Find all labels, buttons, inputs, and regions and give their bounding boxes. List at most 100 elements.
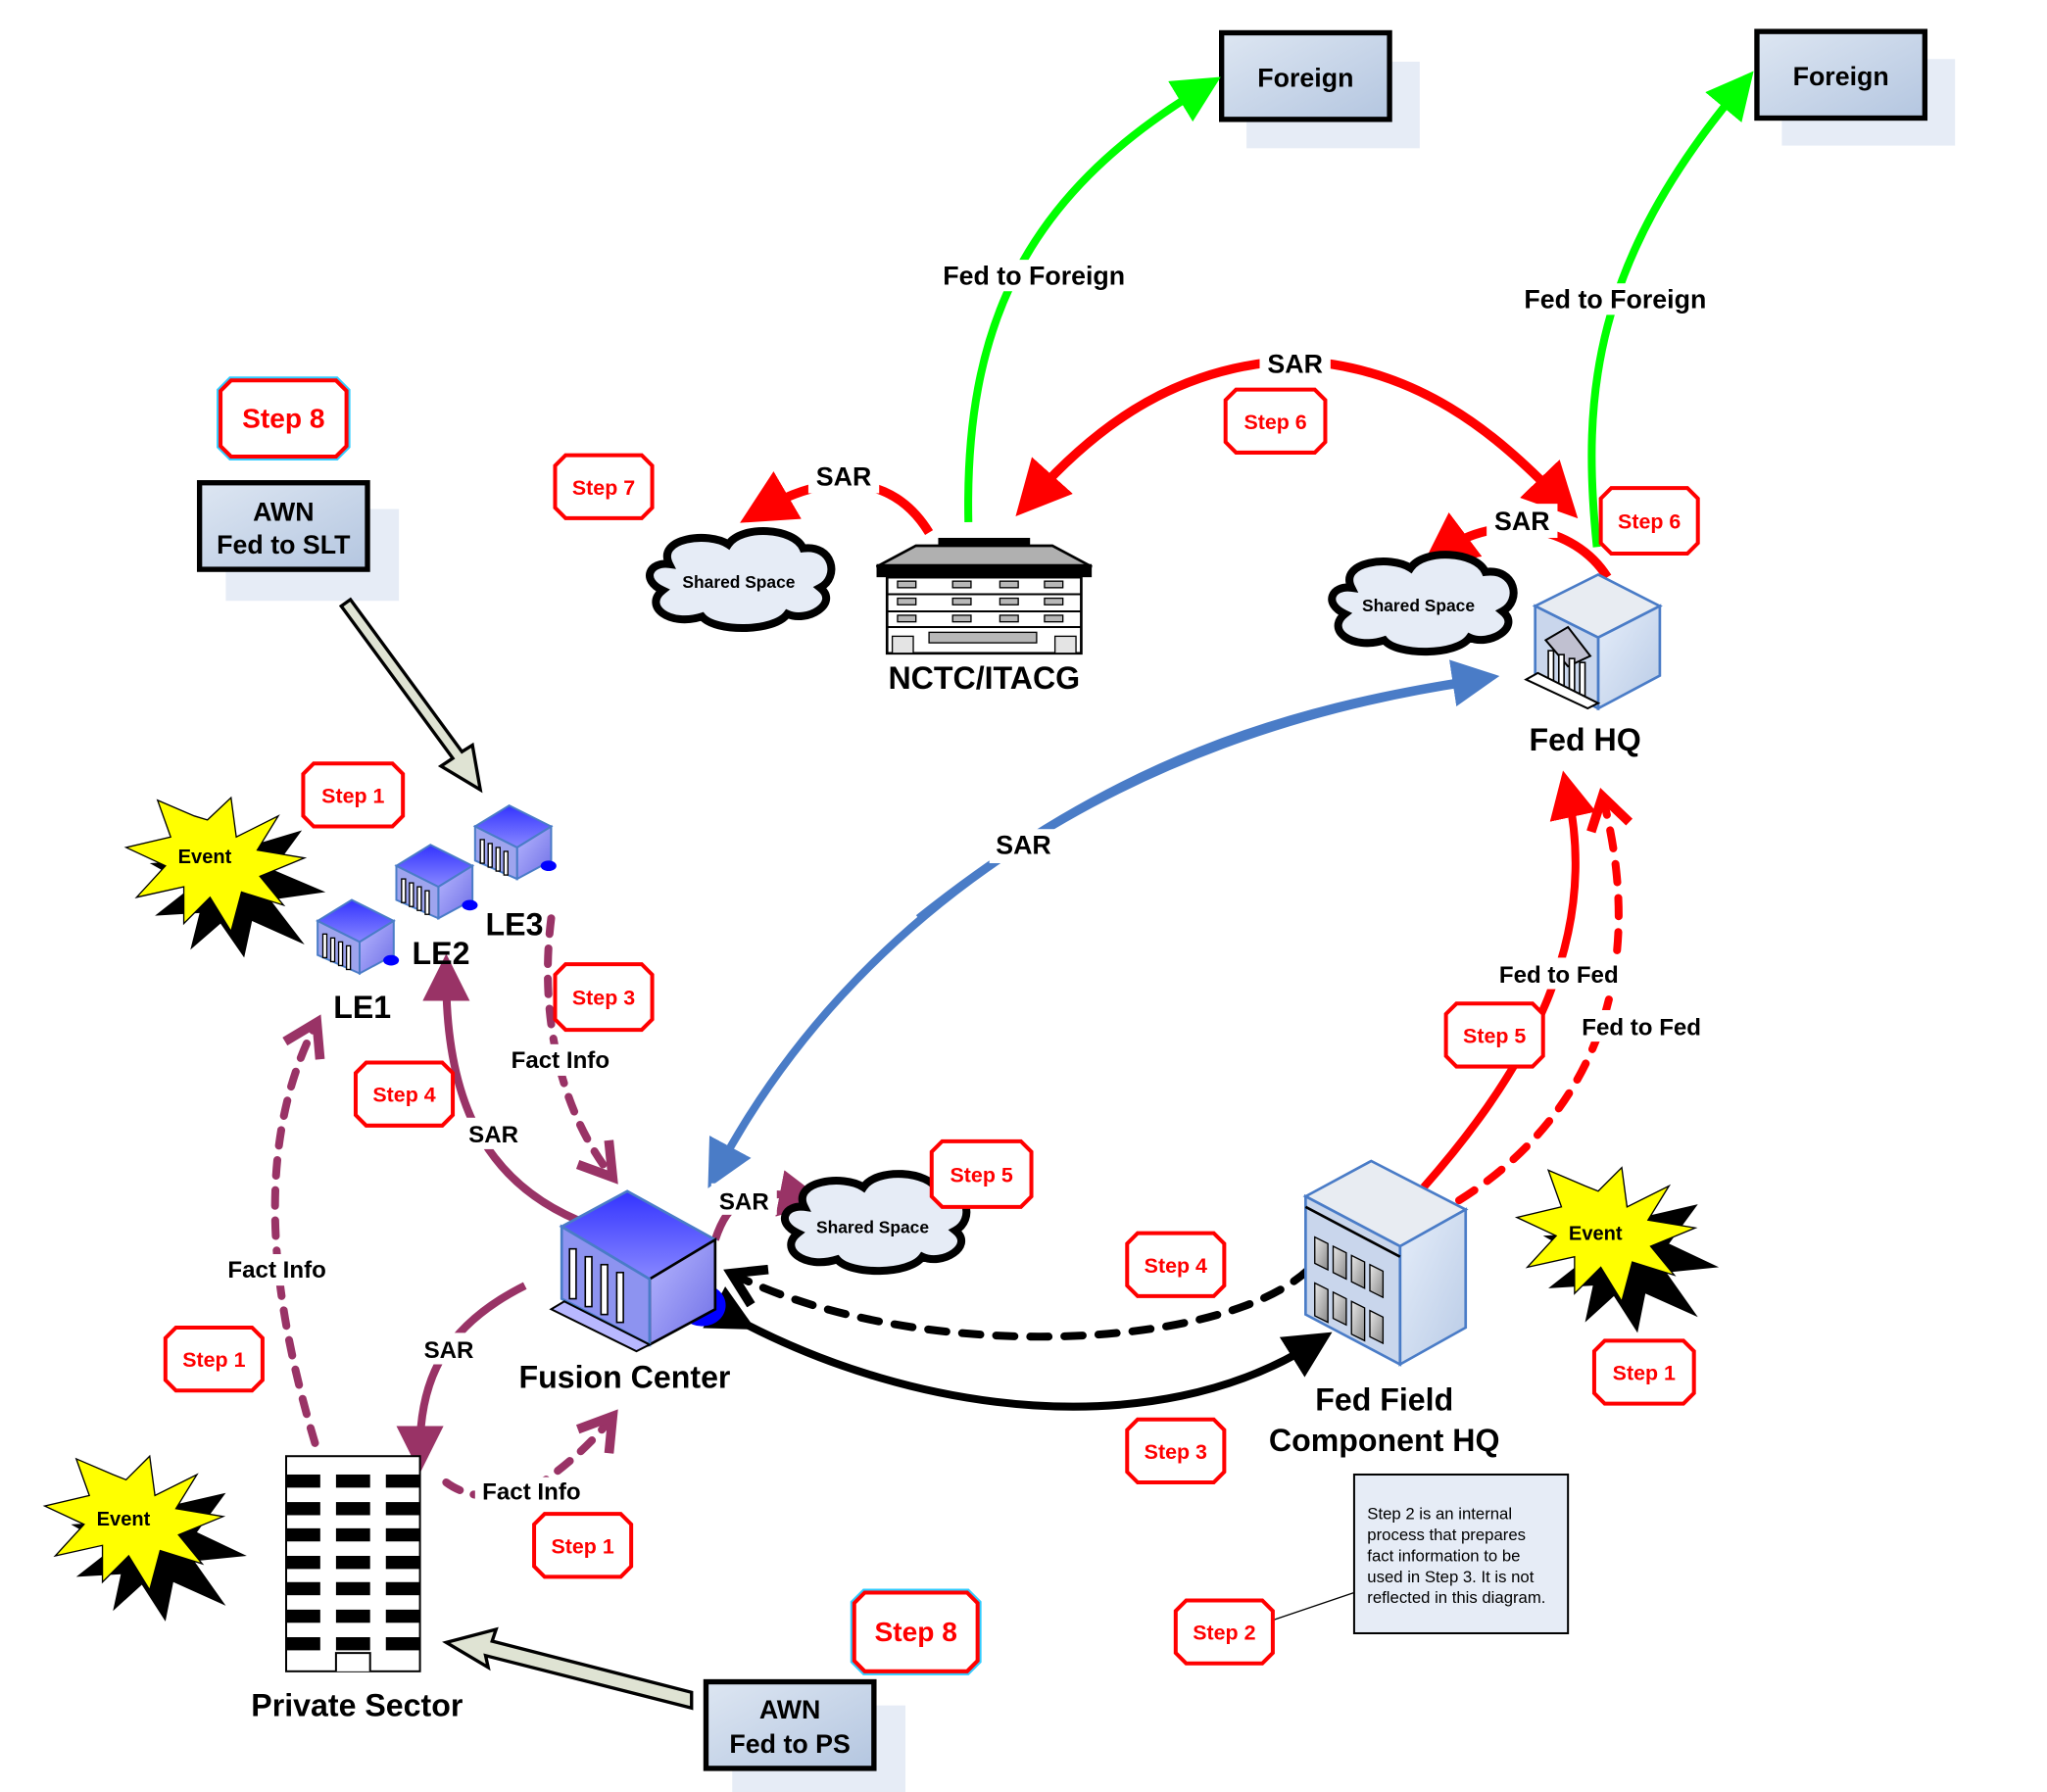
step-label: Step 1 (551, 1534, 613, 1558)
sar-arrow-fusion-to-ps (396, 1282, 527, 1474)
edge-label: SAR (1267, 349, 1323, 378)
edge-label: Fact Info (482, 1478, 580, 1505)
step-badge: Step 4 (1125, 1231, 1227, 1298)
fed-hq-label: Fed HQ (1529, 722, 1640, 757)
nctc-building-icon: NCTC/ITACG (875, 537, 1093, 696)
note-line: process that prepares (1367, 1526, 1526, 1544)
fed-hq-building-icon: Fed HQ (1524, 572, 1663, 757)
fed-to-foreign-arrow-2 (1587, 71, 1754, 548)
edge-label: SAR (468, 1122, 518, 1148)
step-label: Step 4 (1145, 1254, 1207, 1278)
awn-fed-to-slt-box: AWN Fed to SLT (196, 480, 400, 602)
le3-building-icon (472, 803, 557, 881)
step-badge: Step 7 (553, 453, 655, 520)
step-badge: Step 1 (1591, 1338, 1696, 1406)
step-label: Step 6 (1618, 510, 1681, 534)
nctc-label: NCTC/ITACG (888, 660, 1080, 696)
foreign-box-1: Foreign (1219, 29, 1420, 149)
awn-label: AWN (759, 1695, 820, 1724)
le2-building-icon (394, 844, 478, 920)
step-badge: Step 5 (1443, 1001, 1545, 1069)
shared-space-cloud-fedhq: Shared Space (1328, 551, 1518, 656)
edge-label: Fed to Foreign (1524, 285, 1706, 315)
step-label: Step 1 (1613, 1362, 1676, 1385)
sar-arc-fedhq-to-nctc (1015, 356, 1290, 517)
edge-label: Fact Info (227, 1257, 325, 1283)
private-sector-label: Private Sector (251, 1687, 463, 1722)
fusion-center-label: Fusion Center (518, 1360, 730, 1395)
step-badge: Step 5 (929, 1138, 1034, 1209)
awn-arrow-to-le (338, 597, 483, 794)
step-badge: Step 8 (217, 376, 351, 460)
note-line: reflected in this diagram. (1367, 1588, 1545, 1607)
fact-arrow-le3-to-fusion (544, 914, 618, 1185)
cloud-label: Shared Space (816, 1218, 929, 1237)
awn-sublabel: Fed to SLT (217, 530, 351, 559)
step-badge: Step 4 (353, 1060, 456, 1128)
fed-to-fed-arrow-solid (1420, 770, 1596, 1190)
event-burst-fed: Event (1514, 1166, 1720, 1333)
step2-note-box: Step 2 is an internal process that prepa… (1352, 1473, 1570, 1634)
step-label: Step 6 (1243, 411, 1306, 434)
sar-arrow-fusion-to-fedhq (915, 659, 1500, 922)
edge-label: SAR (816, 461, 872, 491)
edge-label: Fed to Fed (1582, 1014, 1701, 1041)
private-sector-building-icon: Private Sector (251, 1455, 463, 1722)
edge-label: SAR (996, 831, 1051, 860)
sar-arc-nctc-to-fedhq (1298, 356, 1579, 519)
note-line: used in Step 3. It is not (1367, 1568, 1534, 1586)
step-label: Step 8 (242, 403, 324, 433)
step-badge: Step 6 (1223, 387, 1328, 455)
awn-arrow-to-ps (442, 1626, 694, 1711)
step-badge: Step 3 (1125, 1417, 1227, 1485)
step-label: Step 4 (372, 1084, 435, 1107)
cloud-label: Shared Space (682, 572, 795, 592)
fed-field-label-line2: Component HQ (1269, 1423, 1500, 1458)
shared-space-cloud-fusion: Shared Space (781, 1170, 971, 1276)
step-badge: Step 2 (1173, 1598, 1275, 1666)
fed-field-label-line1: Fed Field (1315, 1381, 1453, 1417)
step-badge: Step 3 (553, 962, 655, 1033)
fact-arrow-ps-to-le1 (270, 1014, 325, 1447)
fact-arrow-ps-to-fusion (442, 1409, 618, 1501)
note-line: fact information to be (1367, 1546, 1520, 1565)
step-label: Step 2 (1193, 1622, 1255, 1645)
shared-space-cloud-nctc: Shared Space (646, 526, 836, 633)
event-label: Event (1569, 1223, 1623, 1244)
foreign-label: Foreign (1257, 63, 1353, 92)
step-badge: Step 1 (163, 1326, 265, 1393)
event-label: Event (97, 1509, 151, 1530)
event-burst-ps: Event (42, 1454, 247, 1622)
awn-fed-to-ps-box: AWN Fed to PS (703, 1678, 905, 1792)
step-label: Step 3 (572, 987, 635, 1010)
fed-to-foreign-arrow-1 (964, 76, 1221, 522)
event-label: Event (178, 847, 232, 868)
awn-label: AWN (253, 498, 314, 527)
fed-field-building-icon: Fed Field Component HQ (1269, 1159, 1500, 1458)
step-label: Step 1 (182, 1348, 245, 1372)
edge-label: Fed to Fed (1499, 962, 1619, 989)
step-label: Step 5 (1463, 1024, 1526, 1047)
step-label: Step 7 (572, 476, 635, 500)
step-badge: Step 1 (532, 1512, 634, 1579)
step-labels: Step 8 Step 7 Step 6 Step 6 Step 1 Step 3 Step… (163, 376, 1700, 1675)
fusion-center-building-icon: Fusion Center (518, 1189, 731, 1395)
fact-arrow-fusion-fedfield-solid (703, 1286, 1333, 1411)
step-badge: Step 6 (1598, 486, 1700, 557)
step-label: Step 3 (1145, 1440, 1207, 1464)
step-badge: Step 1 (301, 761, 406, 829)
edge-label: Fact Info (512, 1047, 609, 1074)
foreign-label: Foreign (1793, 62, 1889, 91)
le1-label: LE1 (333, 990, 391, 1025)
note-connector (1272, 1591, 1355, 1622)
edge-label: SAR (719, 1189, 769, 1216)
foreign-box-2: Foreign (1754, 28, 1956, 146)
note-line: Step 2 is an internal (1367, 1504, 1512, 1523)
sar-arrow-fedhq-to-fusion (707, 678, 1471, 1188)
step-label: Step 8 (875, 1617, 957, 1647)
edge-label: SAR (1494, 507, 1550, 536)
event-burst-le: Event (123, 796, 326, 958)
le1-building-icon (316, 898, 400, 976)
le3-label: LE3 (486, 907, 544, 943)
